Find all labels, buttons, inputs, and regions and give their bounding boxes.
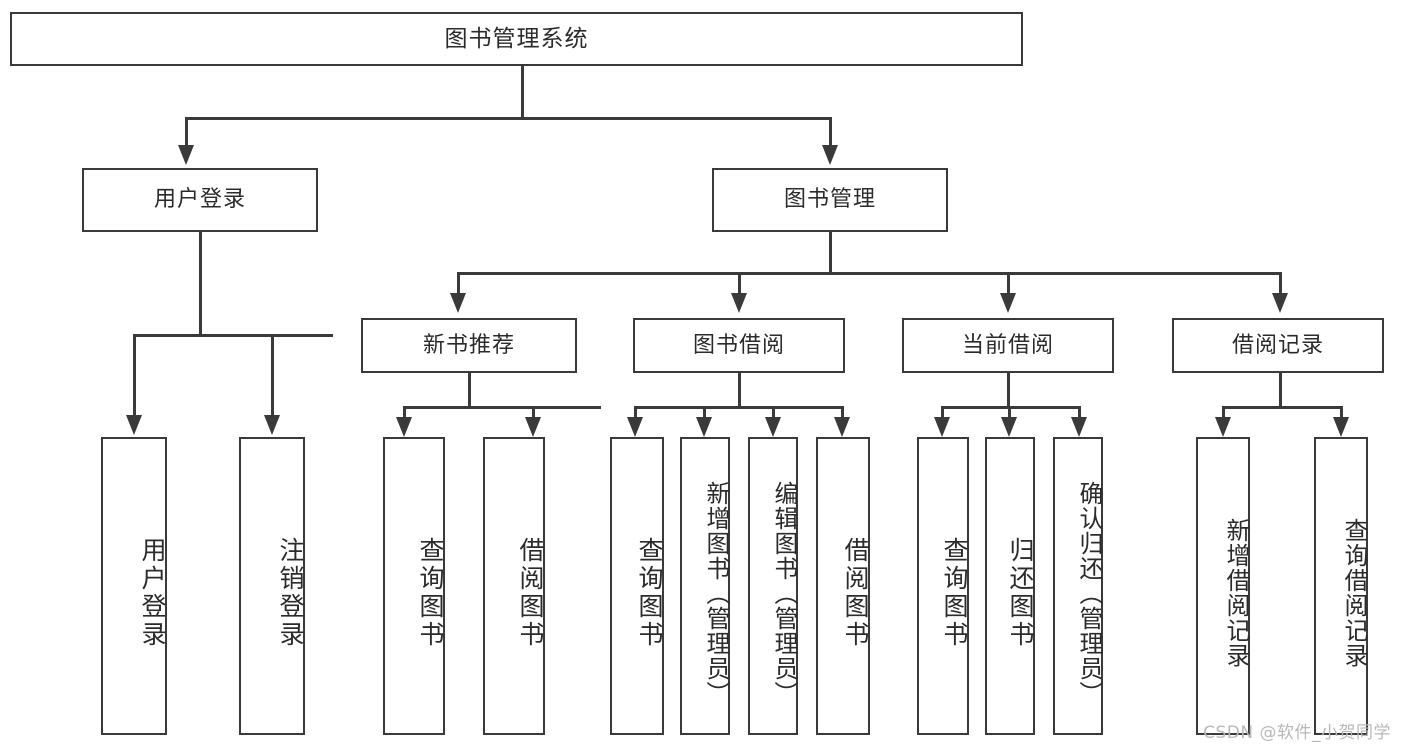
leaf-br-add-record[interactable]: 新增借阅记录 (1196, 437, 1250, 735)
connector-user-login-to-leaf0 (133, 334, 136, 417)
node-label: 图书借阅 (692, 332, 785, 358)
arrowhead-cb-to-leaf0 (934, 417, 950, 437)
node-current-borrow[interactable]: 当前借阅 (902, 318, 1114, 373)
arrowhead-user-login-to-leaf0 (126, 415, 142, 435)
arrowhead-cb-to-leaf1 (1001, 417, 1017, 437)
arrowhead-root-to-user-login (178, 145, 194, 165)
arrowhead-bb-to-leaf0 (627, 417, 643, 437)
connector-user-login-fanbar (133, 334, 333, 337)
connector-cb-to-leaf1 (1008, 406, 1011, 419)
connector-user-login-to-leaf1 (271, 334, 274, 417)
arrowhead-nb-to-leaf1 (525, 417, 541, 437)
connector-current-stem (1007, 373, 1010, 407)
arrowhead-root-to-book-management (822, 145, 838, 165)
connector-user-login-stem (199, 232, 202, 335)
node-label: 查询图书 (416, 537, 445, 649)
connector-borrow-fanbar (634, 406, 842, 409)
node-label: 编辑图书（管理员） (770, 480, 798, 706)
leaf-cb-return-books[interactable]: 归还图书 (985, 437, 1035, 735)
node-label: 查询借阅记录 (1340, 518, 1368, 668)
leaf-nb-borrow-books[interactable]: 借阅图书 (483, 437, 545, 735)
connector-book-management-fanbar (457, 272, 1281, 275)
node-label: 借阅记录 (1231, 332, 1324, 358)
arrowhead-nb-to-leaf0 (396, 417, 412, 437)
node-new-book-recommend[interactable]: 新书推荐 (361, 318, 577, 373)
connector-new-book-stem (468, 373, 471, 407)
arrowhead-user-login-to-leaf1 (264, 415, 280, 435)
connector-bb-to-leaf0 (634, 406, 637, 419)
connector-record-fanbar (1222, 406, 1340, 409)
node-label: 图书管理 (783, 187, 876, 213)
node-label: 注销登录 (276, 537, 305, 649)
node-label: 当前借阅 (961, 332, 1054, 358)
connector-br-to-leaf0 (1222, 406, 1225, 419)
connector-cb-to-leaf2 (1078, 406, 1081, 419)
leaf-bb-edit-book-admin[interactable]: 编辑图书（管理员） (748, 437, 798, 735)
arrowhead-bm-to-new-book (450, 293, 466, 313)
node-label: 借阅图书 (516, 537, 545, 649)
leaf-bb-borrow-book[interactable]: 借阅图书 (816, 437, 870, 735)
arrowhead-br-to-leaf0 (1215, 417, 1231, 437)
connector-borrow-stem (738, 373, 741, 407)
connector-cb-to-leaf0 (941, 406, 944, 419)
node-book-borrow[interactable]: 图书借阅 (633, 318, 845, 373)
connector-book-management-stem (829, 232, 832, 274)
node-label: 图书管理系统 (444, 25, 589, 52)
connector-root-to-book-management (829, 117, 832, 147)
leaf-bb-query-books[interactable]: 查询图书 (610, 437, 664, 735)
node-label: 新书推荐 (422, 332, 515, 358)
leaf-bb-add-book-admin[interactable]: 新增图书（管理员） (680, 437, 730, 735)
connector-root-fanbar (185, 117, 831, 120)
arrowhead-cb-to-leaf2 (1071, 417, 1087, 437)
leaf-cb-query-books[interactable]: 查询图书 (917, 437, 969, 735)
connector-bm-to-new-book (457, 272, 460, 295)
arrowhead-bm-to-record (1272, 293, 1288, 313)
node-label: 用户登录 (138, 537, 167, 649)
node-label: 确认归还（管理员） (1075, 480, 1103, 706)
node-user-login[interactable]: 用户登录 (82, 168, 318, 232)
arrowhead-bb-to-leaf1 (696, 417, 712, 437)
node-borrow-record[interactable]: 借阅记录 (1172, 318, 1384, 373)
connector-bb-to-leaf1 (703, 406, 706, 419)
connector-bm-to-record (1279, 272, 1282, 295)
leaf-user-login[interactable]: 用户登录 (101, 437, 167, 735)
connector-record-stem (1279, 373, 1282, 407)
node-label: 新增借阅记录 (1222, 518, 1250, 668)
node-label: 查询图书 (940, 537, 969, 649)
arrowhead-br-to-leaf1 (1333, 417, 1349, 437)
leaf-user-logout[interactable]: 注销登录 (239, 437, 305, 735)
node-label: 借阅图书 (841, 537, 870, 649)
connector-current-fanbar (941, 406, 1080, 409)
connector-br-to-leaf1 (1340, 406, 1343, 419)
connector-bm-to-current (1007, 272, 1010, 295)
connector-bm-to-borrow (738, 272, 741, 295)
leaf-cb-confirm-return-admin[interactable]: 确认归还（管理员） (1053, 437, 1103, 735)
connector-bb-to-leaf2 (772, 406, 775, 419)
arrowhead-bm-to-borrow (731, 293, 747, 313)
node-book-management[interactable]: 图书管理 (712, 168, 948, 232)
connector-nb-to-leaf1 (532, 406, 535, 419)
arrowhead-bb-to-leaf3 (834, 417, 850, 437)
connector-root-to-user-login (185, 117, 188, 147)
leaf-br-query-record[interactable]: 查询借阅记录 (1314, 437, 1368, 735)
connector-new-book-fanbar (403, 406, 601, 409)
connector-root-stem (521, 66, 524, 117)
connector-bb-to-leaf3 (841, 406, 844, 419)
node-root-book-management-system[interactable]: 图书管理系统 (10, 12, 1023, 66)
arrowhead-bm-to-current (1000, 293, 1016, 313)
node-label: 新增图书（管理员） (702, 480, 730, 706)
node-label: 查询图书 (635, 537, 664, 649)
node-label: 归还图书 (1006, 537, 1035, 649)
connector-nb-to-leaf0 (403, 406, 406, 419)
leaf-nb-query-books[interactable]: 查询图书 (383, 437, 445, 735)
node-label: 用户登录 (153, 187, 246, 213)
arrowhead-bb-to-leaf2 (765, 417, 781, 437)
